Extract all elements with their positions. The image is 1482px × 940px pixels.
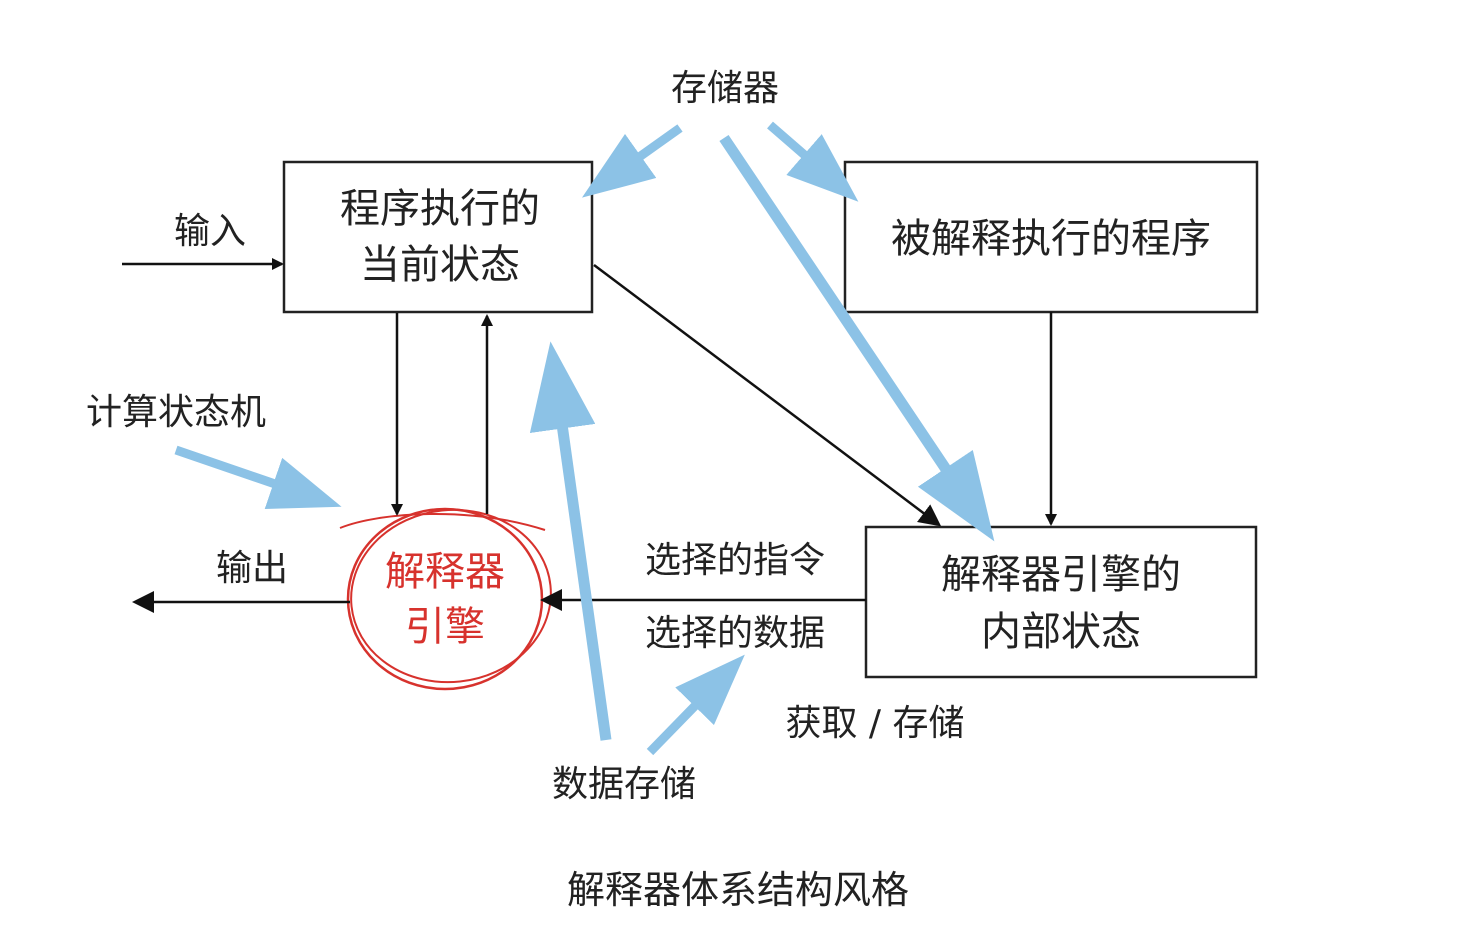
selected-data-label: 选择的数据 xyxy=(645,613,825,654)
interpreted-program-box: 被解释执行的程序 xyxy=(843,160,1259,314)
interpreter-engine: 解释器 引擎 xyxy=(339,507,552,691)
highlight-arrows xyxy=(174,121,995,756)
engine-internal-state-box: 解释器引擎的 内部状态 xyxy=(864,525,1258,679)
state-machine-to-engine-arrow xyxy=(174,445,342,509)
data-storage-label: 数据存储 xyxy=(552,764,696,805)
selected-instruction-label: 选择的指令 xyxy=(645,540,825,581)
diagram-caption: 解释器体系结构风格 xyxy=(567,868,909,912)
interpreted-program-label: 被解释执行的程序 xyxy=(891,216,1211,262)
input-label: 输入 xyxy=(174,211,246,252)
storage-label: 存储器 xyxy=(671,68,779,109)
black-arrows xyxy=(122,258,1057,613)
fetch-store-label: 获取 / 存储 xyxy=(785,703,964,744)
current-state-line1: 程序执行的 xyxy=(340,186,540,232)
storage-to-program-arrow xyxy=(767,121,859,202)
engine-internal-state-line1: 解释器引擎的 xyxy=(941,552,1181,598)
state-to-internal-arrow xyxy=(593,264,942,527)
storage-to-internal-arrow xyxy=(719,134,995,542)
engine-internal-state-line2: 内部状态 xyxy=(981,609,1141,655)
current-state-box: 程序执行的 当前状态 xyxy=(282,160,594,314)
engine-label-line2: 引擎 xyxy=(405,604,485,650)
state-machine-label: 计算状态机 xyxy=(86,392,266,433)
data-storage-to-state-arrow xyxy=(529,341,612,741)
storage-to-state-arrow xyxy=(581,124,683,198)
engine-label-line1: 解释器 xyxy=(385,549,505,595)
current-state-line2: 当前状态 xyxy=(360,242,520,288)
engine-circle-stroke2 xyxy=(350,508,552,684)
output-label: 输出 xyxy=(216,548,288,589)
data-storage-to-internal-arrow xyxy=(646,654,745,756)
